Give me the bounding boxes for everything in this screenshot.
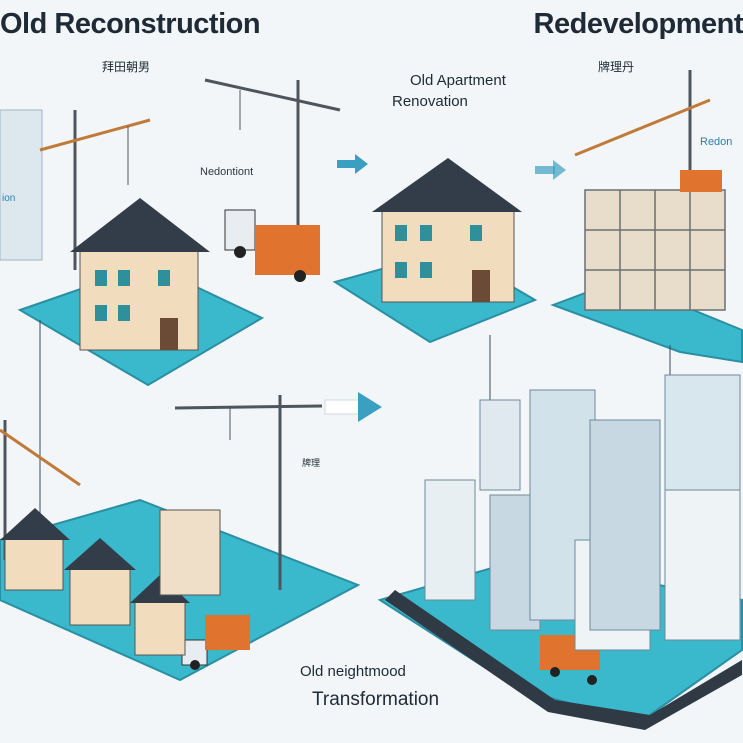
neighborhood-houses — [0, 508, 221, 656]
title-old-reconstruction: Old Reconstruction — [0, 8, 261, 40]
road — [385, 590, 742, 730]
subtitle-left: 拜田朝男 — [102, 60, 151, 74]
label-old-apartment: Old Apartment — [410, 72, 506, 89]
arrow-icon — [324, 392, 382, 422]
label-renovation: Renovation — [392, 93, 468, 110]
house-icon — [70, 198, 210, 351]
truck-icon — [680, 170, 722, 192]
subtitle-right: 牌理丹 — [598, 60, 635, 74]
crane-icon — [174, 395, 323, 590]
label-mid-small: 牌理 — [302, 459, 321, 469]
scaffold-structure — [584, 189, 726, 311]
arrow-icon — [535, 160, 566, 180]
high-rise-towers — [424, 374, 741, 651]
label-nedontiont: Nedontiont — [200, 166, 254, 178]
label-redon: Redon — [700, 136, 733, 148]
crane-icon — [204, 78, 341, 225]
label-side-board: ion — [2, 193, 16, 204]
crane-icon — [39, 110, 151, 270]
arrow-icon — [337, 154, 368, 174]
label-transformation: Transformation — [312, 689, 440, 710]
truck-icon — [224, 209, 320, 282]
title-redevelopment: Redevelopment — [533, 8, 743, 40]
label-old-neighborhood: Old neightmood — [300, 663, 406, 680]
billboard — [0, 109, 43, 261]
house-icon — [372, 158, 522, 303]
truck-icon — [181, 615, 250, 670]
